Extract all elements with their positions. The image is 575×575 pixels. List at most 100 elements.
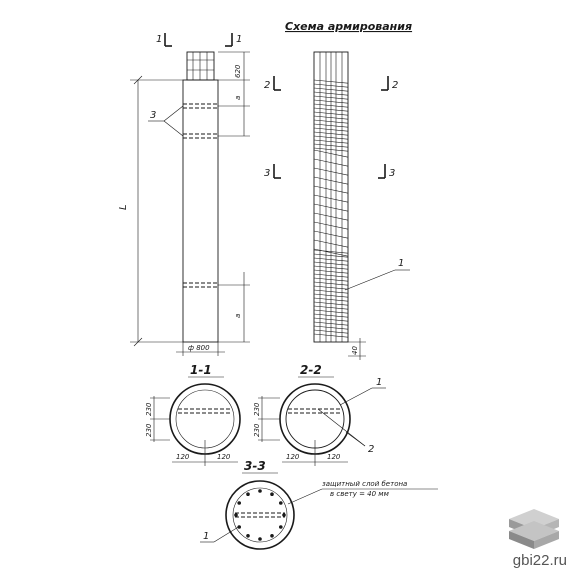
reinforcement-ring: [175, 389, 235, 449]
longitudinal-bar-dot: [270, 492, 274, 497]
spiral-turn: [313, 333, 349, 338]
spiral-turn: [313, 149, 349, 158]
section-2-2: 2-2 230 230 120 120 1 2: [253, 363, 386, 466]
protective-layer-note-line2: в свету = 40 мм: [330, 490, 390, 498]
spiral-turn: [313, 99, 349, 104]
spiral-turn: [313, 301, 349, 306]
dimension-tick: [133, 75, 143, 85]
spiral-turn: [313, 325, 349, 330]
reinforcement-ring: [285, 389, 345, 449]
longitudinal-bar-dot: [279, 501, 283, 505]
section-1-1: 1-1 230 230 120 120: [145, 363, 241, 466]
spiral-turn: [313, 203, 349, 212]
bar-spacing-dimension: 120: [176, 453, 190, 461]
longitudinal-bar-dot: [279, 525, 283, 529]
callout-leader: [345, 431, 366, 447]
longitudinal-bar-dot: [282, 513, 286, 517]
spiral-turn: [313, 185, 349, 194]
section-cut-label: 3: [389, 168, 395, 179]
longitudinal-bar-dot: [258, 489, 262, 493]
spiral-turn: [313, 194, 349, 203]
spiral-turn: [313, 273, 349, 278]
spiral-turn: [313, 269, 349, 274]
spiral-turn: [313, 293, 349, 298]
outlet-dimension: 620: [234, 64, 242, 78]
spiral-reinforcement: [313, 79, 349, 338]
spiral-turn: [313, 321, 349, 326]
spiral-turn: [313, 313, 349, 318]
spiral-turn: [313, 135, 349, 140]
section-cut-label: 2: [392, 80, 398, 91]
longitudinal-bar-dot: [246, 492, 250, 497]
callout-leader: [163, 105, 184, 122]
spiral-turn: [313, 249, 349, 254]
section-cut-label: 1: [156, 34, 162, 45]
spiral-turn: [313, 123, 349, 128]
stacked-slabs-icon: [509, 509, 559, 549]
spiral-turn: [313, 79, 349, 84]
spiral-turn: [313, 127, 349, 132]
diameter-label: ф 800: [188, 344, 210, 352]
spiral-turn: [313, 115, 349, 120]
callout-leader: [344, 269, 396, 291]
callout-leader: [317, 408, 366, 447]
rebar-outlet: [186, 51, 215, 81]
spiral-turn: [313, 289, 349, 294]
section-title: 1-1: [190, 363, 212, 377]
longitudinal-bar-dot: [237, 501, 241, 505]
spiral-turn: [313, 277, 349, 282]
callout-mesh: 1: [203, 531, 209, 542]
spiral-turn: [313, 248, 349, 257]
spiral-turn: [313, 83, 349, 88]
spiral-turn: [313, 167, 349, 176]
section-cut-label: 3: [264, 168, 270, 179]
bar-spacing-dimension: 230: [253, 402, 261, 416]
reinforcement-ring: [232, 487, 288, 543]
section-cut-label: 1: [236, 34, 242, 45]
top-gap-dimension: a: [234, 96, 242, 100]
bottom-gap-dimension: a: [234, 314, 242, 318]
longitudinal-bar-dot: [270, 534, 274, 538]
spiral-turn: [313, 239, 349, 248]
spiral-turn: [313, 91, 349, 96]
bar-spacing-dimension: 230: [253, 423, 261, 437]
spiral-turn: [313, 158, 349, 167]
section-title: 3-3: [244, 459, 266, 473]
spiral-turn: [313, 139, 349, 144]
longitudinal-bar-dot: [258, 537, 262, 541]
spiral-turn: [313, 285, 349, 290]
protective-layer-note-line1: защитный слой бетона: [322, 480, 407, 488]
bar-spacing-dimension: 230: [145, 423, 153, 437]
watermark-site: gbi22.ru: [512, 552, 567, 569]
callout-mesh: 1: [376, 377, 382, 388]
spiral-turn: [313, 265, 349, 270]
spiral-turn: [313, 329, 349, 334]
spiral-turn: [313, 317, 349, 322]
spiral-turn: [313, 253, 349, 258]
callout-spiral: 2: [368, 444, 374, 455]
pile-body: [182, 79, 219, 343]
section-cut-label: 2: [264, 80, 270, 91]
pile-elevation: L 620 a a ф 800 3 1: [118, 33, 250, 356]
spiral-turn: [313, 143, 349, 148]
spiral-turn: [313, 297, 349, 302]
callout-mesh: 1: [398, 258, 404, 269]
spiral-turn: [313, 107, 349, 112]
spiral-turn: [313, 305, 349, 310]
spiral-turn: [313, 309, 349, 314]
dimension-tick: [133, 337, 143, 347]
spiral-turn: [313, 95, 349, 100]
spiral-turn: [313, 111, 349, 116]
longitudinal-bar-dot: [237, 525, 241, 529]
spiral-turn: [313, 176, 349, 185]
bar-spacing-dimension: 230: [145, 402, 153, 416]
callout-leader: [213, 525, 241, 543]
section-outline: [225, 480, 295, 550]
drawing-title: Схема армирования: [285, 20, 412, 33]
bar-spacing-dimension: 120: [217, 453, 231, 461]
bar-spacing-dimension: 120: [327, 453, 341, 461]
callout-lift-loops: 3: [150, 110, 156, 121]
callout-leader: [287, 488, 323, 505]
